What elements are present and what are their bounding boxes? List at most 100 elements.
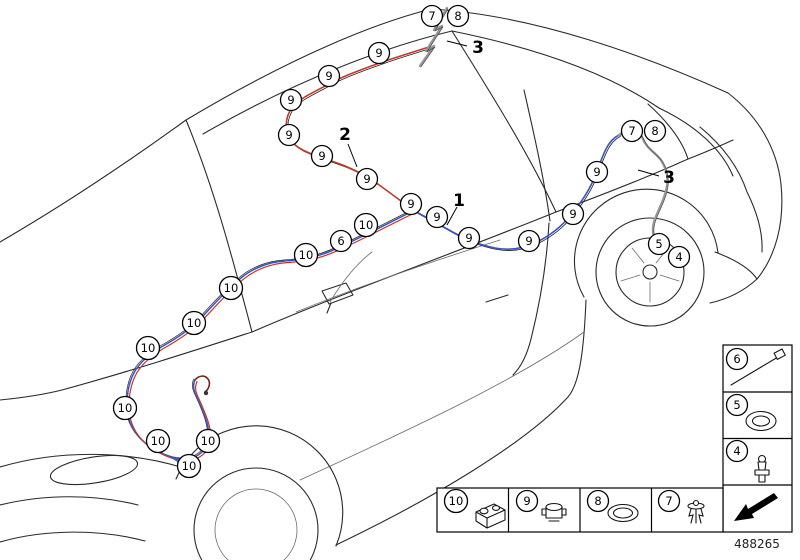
callout-10[interactable]: 10 bbox=[145, 428, 171, 454]
car-bottom-edge bbox=[335, 299, 587, 546]
callout-9[interactable]: 9 bbox=[425, 205, 449, 229]
label-3-top[interactable]: 3 bbox=[472, 38, 484, 58]
svg-text:7: 7 bbox=[428, 9, 435, 23]
legend-item-direction[interactable] bbox=[734, 493, 778, 521]
label-2[interactable]: 2 bbox=[339, 125, 351, 145]
callout-10[interactable]: 10 bbox=[112, 395, 138, 421]
callout-10[interactable]: 10 bbox=[181, 310, 207, 336]
svg-text:9: 9 bbox=[285, 128, 292, 142]
svg-text:10: 10 bbox=[449, 494, 464, 508]
callout-8[interactable]: 8 bbox=[643, 119, 667, 143]
svg-text:8: 8 bbox=[594, 494, 601, 508]
car-a-pillar-right bbox=[451, 30, 557, 213]
car-bumper-line-2 bbox=[0, 531, 146, 543]
legend-item-5[interactable]: 5 bbox=[725, 393, 777, 432]
callout-7[interactable]: 7 bbox=[420, 4, 444, 28]
legend-item-6[interactable]: 6 bbox=[725, 347, 786, 386]
leader-lines bbox=[347, 40, 660, 226]
item-labels: 3 2 1 3 bbox=[339, 38, 675, 211]
callout-9[interactable]: 9 bbox=[355, 167, 379, 191]
car-bumper-line-1 bbox=[0, 496, 139, 506]
svg-text:10: 10 bbox=[299, 248, 314, 262]
callout-7[interactable]: 7 bbox=[620, 119, 644, 143]
car-windshield-top bbox=[202, 30, 453, 135]
svg-text:10: 10 bbox=[201, 434, 216, 448]
car-tail-edge bbox=[709, 278, 758, 304]
svg-text:5: 5 bbox=[733, 398, 740, 412]
callout-9[interactable]: 9 bbox=[585, 160, 609, 184]
callout-9[interactable]: 9 bbox=[277, 123, 301, 147]
svg-text:7: 7 bbox=[665, 494, 672, 508]
callout-10[interactable]: 10 bbox=[195, 428, 221, 454]
washer-icon bbox=[745, 410, 777, 432]
callout-9[interactable]: 9 bbox=[399, 192, 423, 216]
label-1[interactable]: 1 bbox=[453, 191, 465, 211]
svg-text:8: 8 bbox=[454, 9, 461, 23]
direction-arrow-icon bbox=[734, 493, 778, 521]
callout-9[interactable]: 9 bbox=[317, 64, 341, 88]
car-c-pillar bbox=[658, 107, 734, 177]
corrugated-tube-top-edge bbox=[420, 8, 449, 68]
svg-text:10: 10 bbox=[187, 316, 202, 330]
leader-label-3-rear bbox=[637, 169, 660, 177]
svg-text:7: 7 bbox=[628, 124, 635, 138]
car-hood-cut bbox=[0, 331, 253, 401]
callout-9[interactable]: 9 bbox=[561, 202, 585, 226]
car-rear-window-edge bbox=[647, 103, 689, 160]
rear-hub bbox=[642, 264, 658, 280]
car-trunk-deck bbox=[699, 126, 763, 253]
dashboard-line bbox=[295, 239, 501, 313]
sill-pipe-end-fitting bbox=[203, 390, 209, 396]
callout-9[interactable]: 9 bbox=[279, 88, 303, 112]
callout-5[interactable]: 5 bbox=[647, 232, 671, 256]
car-door-cut bbox=[512, 222, 550, 376]
part-number: 488265 bbox=[734, 537, 780, 551]
rear-tire bbox=[595, 217, 705, 327]
callout-10[interactable]: 10 bbox=[218, 275, 244, 301]
legend-side-panel: 6 5 4 bbox=[722, 344, 793, 533]
mid-pipe-blue bbox=[412, 134, 620, 250]
sill-pipe-end-hook bbox=[194, 375, 211, 393]
legend-item-9[interactable]: 9 bbox=[515, 489, 567, 522]
label-3-rear[interactable]: 3 bbox=[663, 168, 675, 188]
callout-4[interactable]: 4 bbox=[667, 245, 691, 269]
svg-text:6: 6 bbox=[337, 234, 344, 248]
callout-10[interactable]: 10 bbox=[353, 212, 379, 238]
car-roof-side-rail bbox=[451, 30, 660, 109]
callout-9[interactable]: 9 bbox=[517, 229, 541, 253]
svg-text:5: 5 bbox=[655, 237, 662, 251]
car-roof-top-edge bbox=[185, 8, 432, 121]
legend-item-8[interactable]: 8 bbox=[586, 489, 639, 523]
headlight bbox=[49, 454, 139, 486]
svg-text:10: 10 bbox=[141, 341, 156, 355]
cable-tie-icon bbox=[730, 348, 786, 386]
legend-item-10[interactable]: 10 bbox=[443, 488, 506, 529]
legend-item-4[interactable]: 4 bbox=[725, 439, 770, 483]
legend-item-7[interactable]: 7 bbox=[657, 489, 705, 524]
callout-8[interactable]: 8 bbox=[446, 4, 470, 28]
callout-10[interactable]: 10 bbox=[135, 335, 161, 361]
svg-text:10: 10 bbox=[224, 281, 239, 295]
callout-9[interactable]: 9 bbox=[367, 41, 391, 65]
front-rim bbox=[214, 488, 298, 560]
leader-label-3-top bbox=[446, 40, 468, 47]
seal-ring-icon bbox=[607, 503, 639, 523]
svg-text:10: 10 bbox=[359, 218, 374, 232]
callout-9[interactable]: 9 bbox=[310, 144, 334, 168]
car-front-fender-edge bbox=[0, 453, 185, 469]
svg-text:9: 9 bbox=[407, 197, 414, 211]
callout-6[interactable]: 6 bbox=[329, 229, 353, 253]
clip-icon bbox=[541, 502, 567, 522]
corrugated-tube-rear bbox=[617, 128, 669, 244]
car-a-pillar-left bbox=[185, 119, 253, 333]
pipes-layer bbox=[125, 6, 669, 476]
callout-10[interactable]: 10 bbox=[293, 242, 319, 268]
svg-text:9: 9 bbox=[325, 69, 332, 83]
leader-label-1 bbox=[446, 206, 458, 226]
steering-column-line bbox=[329, 251, 373, 303]
callout-9[interactable]: 9 bbox=[457, 226, 481, 250]
callout-10[interactable]: 10 bbox=[176, 453, 202, 479]
svg-text:10: 10 bbox=[151, 434, 166, 448]
